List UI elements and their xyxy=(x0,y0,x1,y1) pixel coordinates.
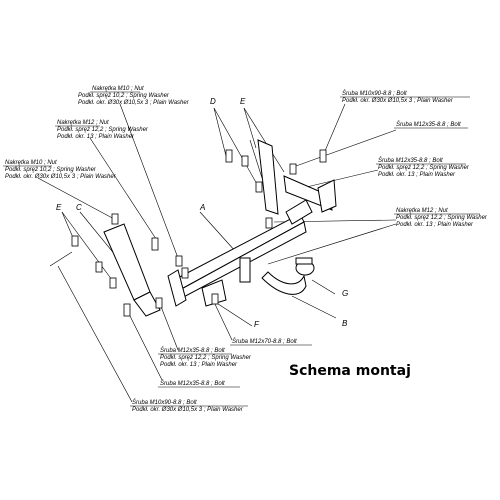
callout-line: Podkł. okr. 13 ; Plain Washer xyxy=(57,134,135,140)
fastener-stacks xyxy=(49,139,327,317)
callout-line: Podkł. spręż 12,2 ; Spring Washer xyxy=(396,215,488,221)
diagram-title: Schema montaj xyxy=(289,363,411,379)
callout-right-bolt-set: Śruba M12x35-8.8 ; Bolt Podkł. spręż 12,… xyxy=(378,157,470,178)
callout-line: Śruba M12x70-8.8 ; Bolt xyxy=(232,338,297,345)
tow-ball-b xyxy=(261,257,315,295)
callout-bottom-bolt-12: Śruba M12x35-8.8 ; Bolt xyxy=(160,380,225,387)
callout-left-nut: Nakrętka M10 ; Nut Podkł. spręż 10,2 ; S… xyxy=(5,160,117,180)
callout-line: Śruba M12x35-8.8 ; Bolt xyxy=(378,157,443,164)
right-bracket xyxy=(257,139,337,215)
part-letter-e-top: E xyxy=(240,97,246,106)
callout-line: Podkł. okr. Ø30x Ø10,5x 3 ; Plain Washer xyxy=(78,100,190,106)
callout-line: Nakrętka M10 ; Nut xyxy=(5,160,57,166)
callout-line: Podkł. okr. 13 ; Plain Washer xyxy=(160,362,238,368)
callout-line: Podkł. okr. Ø30x Ø10,5x 3 ; Plain Washer xyxy=(342,98,454,104)
callout-bottom-bolt-set: Śruba M12x35-8.8 ; Bolt Podkł. spręż 12,… xyxy=(160,347,252,368)
callout-mid-left-nut: Nakrętka M12 ; Nut Podkł. spręż 12,2 ; S… xyxy=(57,120,149,140)
callout-line: Śruba M12x35-8.8 ; Bolt xyxy=(160,347,225,354)
part-letter-d: D xyxy=(210,97,216,106)
callout-line: Śruba M10x90-8.8 ; Bolt xyxy=(342,90,407,97)
callout-right-nut: Nakrętka M12 ; Nut Podkł. spręż 12,2 ; S… xyxy=(396,208,488,228)
part-letter-b: B xyxy=(342,319,348,328)
callout-line: Podkł. spręż 10,2 ; Spring Washer xyxy=(78,93,170,99)
receiver-f xyxy=(201,257,251,307)
part-letter-f: F xyxy=(254,320,260,329)
callout-line: Podkł. spręż 12,2 ; Spring Washer xyxy=(57,127,149,133)
callout-line: Podkł. spręż 12,2 ; Spring Washer xyxy=(378,165,470,171)
part-letter-g: G xyxy=(342,289,348,298)
callout-top-left-nut: Nakrętka M10 ; Nut Podkł. spręż 10,2 ; S… xyxy=(78,86,190,106)
callout-line: Śruba M12x35-8.8 ; Bolt xyxy=(160,380,225,387)
callout-bottom-bolt-70: Śruba M12x70-8.8 ; Bolt xyxy=(232,338,297,345)
part-letter-c: C xyxy=(76,203,82,212)
callout-line: Śruba M12x35-8.8 ; Bolt xyxy=(396,121,461,128)
callout-line: Podkł. okr. 13 ; Plain Washer xyxy=(396,222,474,228)
part-letter-a: A xyxy=(199,203,205,212)
part-letters: A B C D E E F G xyxy=(56,97,348,329)
callout-line: Podkł. spręż 10,2 ; Spring Washer xyxy=(5,167,97,173)
callout-line: Podkł. okr. Ø30x Ø10,5x 3 ; Plain Washer xyxy=(132,407,244,413)
leader-lines xyxy=(37,103,397,403)
callout-right-top-bolt: Śruba M10x90-8.8 ; Bolt Podkł. okr. Ø30x… xyxy=(342,90,454,104)
callout-line: Nakrętka M12 ; Nut xyxy=(57,120,109,126)
callout-line: Podkł. okr. Ø30x Ø10,5x 3 ; Plain Washer xyxy=(5,174,117,180)
part-letter-e-left: E xyxy=(56,203,62,212)
callout-line: Podkł. spręż 12,2 ; Spring Washer xyxy=(160,355,252,361)
callout-bottom-bolt-90: Śruba M10x90-8.8 ; Bolt Podkł. okr. Ø30x… xyxy=(132,399,244,413)
left-bracket-c xyxy=(103,223,161,317)
callout-line: Śruba M10x90-8.8 ; Bolt xyxy=(132,399,197,406)
callout-line: Nakrętka M10 ; Nut xyxy=(92,86,144,92)
callout-line: Podkł. okr. 13 ; Plain Washer xyxy=(378,172,456,178)
callout-right-bolt-12: Śruba M12x35-8.8 ; Bolt xyxy=(396,121,461,128)
callout-underlines xyxy=(3,91,480,407)
callout-line: Nakrętka M12 ; Nut xyxy=(396,208,448,214)
